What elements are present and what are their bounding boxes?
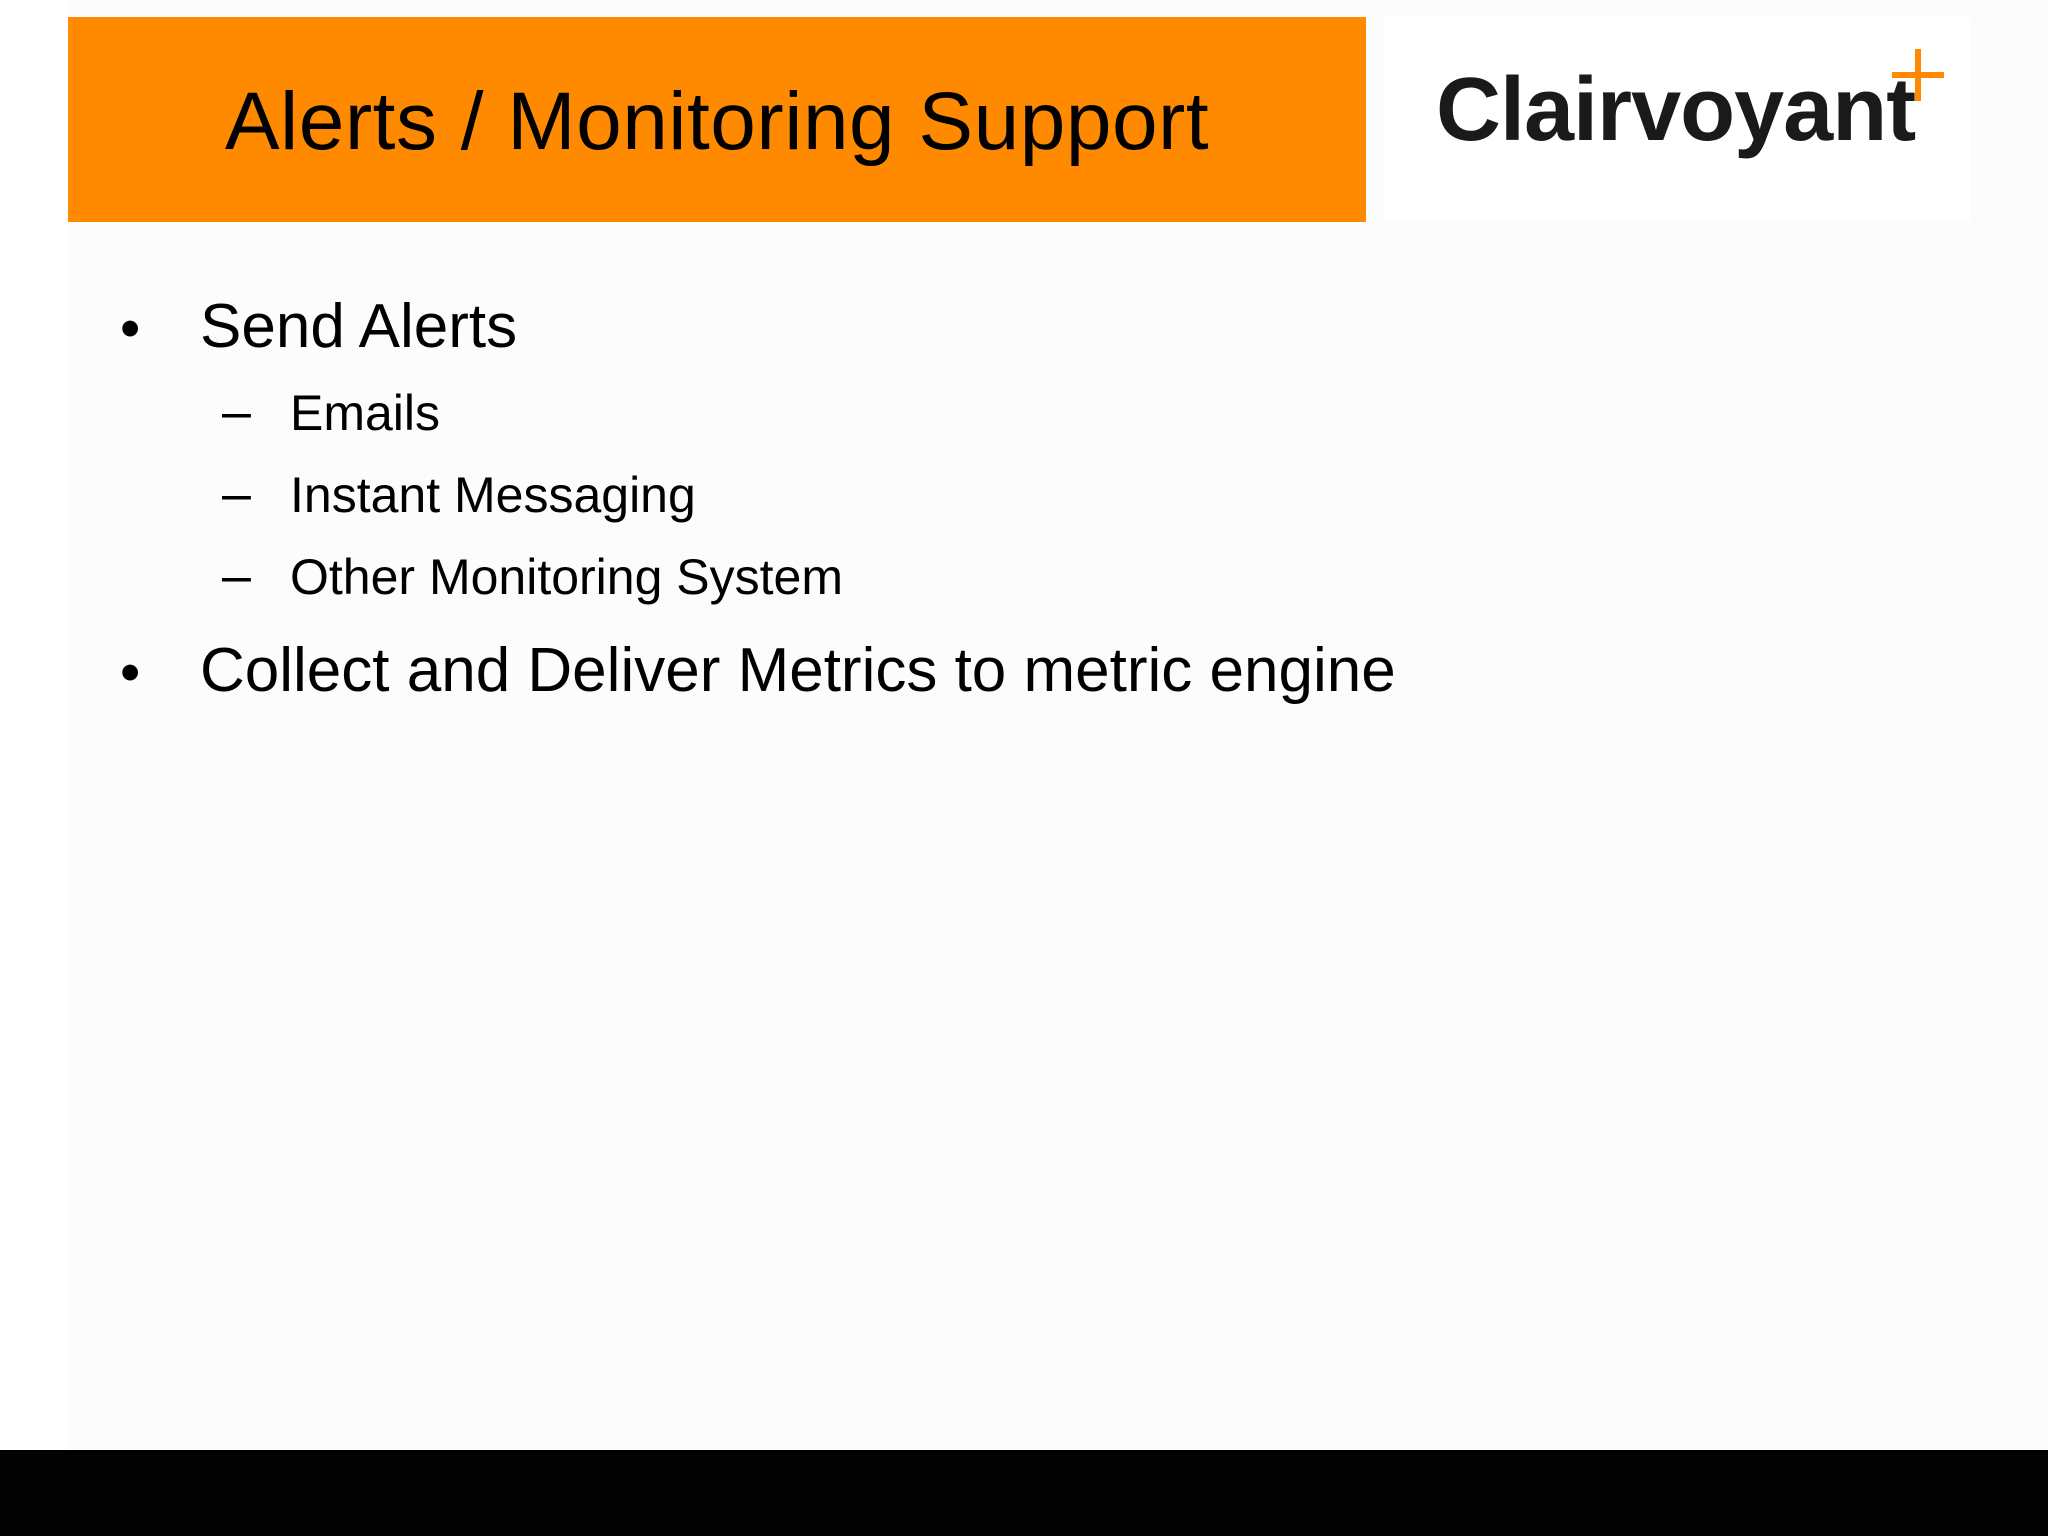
slide-margin xyxy=(0,0,68,1450)
footer-bar xyxy=(0,1450,2048,1536)
bullet-text: Collect and Deliver Metrics to metric en… xyxy=(200,636,1396,705)
bullet-text: Send Alerts xyxy=(200,292,518,361)
sub-bullet-text: Instant Messaging xyxy=(290,467,696,523)
bullet-marker: • xyxy=(120,640,141,705)
sub-bullet-text: Other Monitoring System xyxy=(290,549,843,605)
title-bar: Alerts / Monitoring Support xyxy=(68,17,1366,222)
company-logo: Clairvoyant xyxy=(1384,17,1970,222)
dash-marker: – xyxy=(222,383,251,441)
dash-marker: – xyxy=(222,547,251,605)
slide-canvas: Alerts / Monitoring Support Clairvoyant … xyxy=(0,0,1970,1450)
logo-wordmark: Clairvoyant xyxy=(1436,60,1916,160)
slide-title: Alerts / Monitoring Support xyxy=(224,76,1210,167)
bullet-marker: • xyxy=(120,296,141,361)
dash-marker: – xyxy=(222,465,251,523)
logo-plus-icon xyxy=(1892,49,1944,101)
sub-bullet-text: Emails xyxy=(290,385,441,441)
